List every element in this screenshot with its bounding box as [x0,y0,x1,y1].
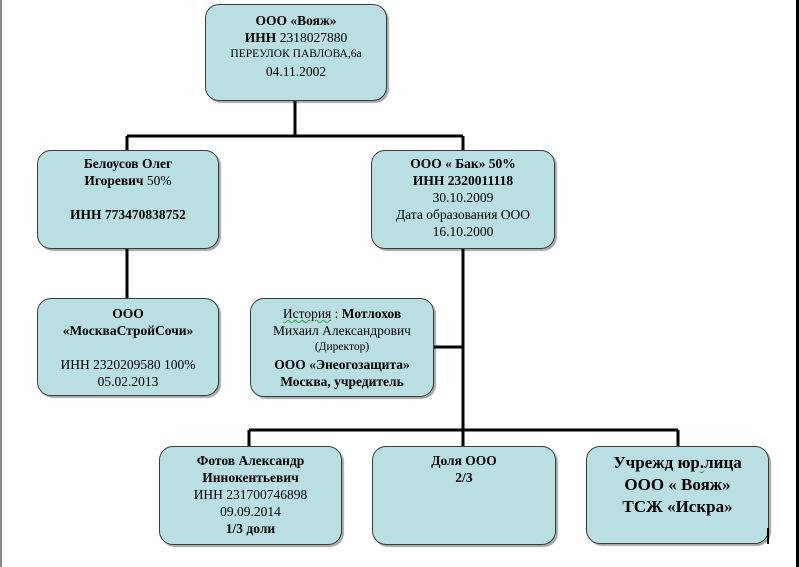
fotov-inn: ИНН 231700746898 [193,487,308,502]
moskva-inn-share: ИНН 2320209580 100% [60,357,196,372]
root-address: ПЕРЕУЛОК ПАВЛОВА,6а [230,48,362,60]
node-root-voyazh[interactable]: ООО «Вояж» ИНН 2318027880 ПЕРЕУЛОК ПАВЛО… [205,4,387,101]
history-full-name: Михаил Александрович [273,323,411,338]
node-fotov[interactable]: Фотов Александр Иннокентьевич ИНН 231700… [159,446,342,545]
dolya-label: Доля ООО [431,453,497,468]
history-line1: История : Мотлохов [251,305,433,322]
fotov-name-line2: Иннокентьевич [202,470,299,485]
moskva-date: 05.02.2013 [97,374,159,389]
fotov-share: 1/3 доли [225,521,276,536]
node-bak[interactable]: ООО « Бак» 50% ИНН 2320011118 30.10.2009… [371,150,555,249]
belousov-patronymic: Игоревич [84,173,144,188]
page-edge-left [0,0,2,567]
history-surname: Мотлохов [341,306,402,321]
moskva-spacer [38,339,218,356]
founders-voyazh: ООО « Вояж» [624,475,731,494]
root-date: 04.11.2002 [265,64,327,79]
bak-formation-date: 16.10.2000 [432,224,494,239]
fotov-name-line1: Фотов Александр [196,453,305,468]
founders-title-c: лица [704,453,742,472]
bak-date: 30.10.2009 [432,190,494,205]
node-founders[interactable]: Учрежд юр.лица ООО « Вояж» ТСЖ «Искра» [586,446,769,544]
node-belousov[interactable]: Белоусов Олег Игоревич 50% ИНН 773470838… [37,150,219,249]
moskva-line1: ООО [112,306,144,321]
belousov-name-line1: Белоусов Олег [83,156,173,171]
node-history-motlokhov[interactable]: История : Мотлохов Михаил Александрович … [250,298,434,397]
root-inn: ИНН 2318027880 [206,29,386,46]
root-inn-value: 2318027880 [279,30,348,45]
belousov-name-line2: Игоревич 50% [38,172,218,189]
node-dolya[interactable]: Доля ООО 2/3 [372,446,556,545]
belousov-share: 50% [146,173,172,188]
founders-title-dot: . [699,453,705,472]
history-separator: : [331,306,342,321]
fotov-date: 09.09.2014 [220,504,281,519]
cursor-marker [767,528,769,544]
history-location: Москва, учредитель [280,374,404,389]
founders-iskra: ТСЖ «Искра» [622,497,733,516]
dolya-value: 2/3 [455,470,473,485]
bak-formation-label: Дата образования ООО [395,207,531,222]
belousov-spacer [38,189,218,206]
moskva-company-name: «МоскваСтройСочи» [62,323,194,338]
bak-inn: ИНН 2320011118 [412,173,514,188]
history-label: История [282,306,332,321]
belousov-inn: ИНН 773470838752 [70,207,186,222]
node-moskva-stroy-sochi[interactable]: ООО «МоскваСтройСочи» ИНН 2320209580 100… [37,298,219,396]
history-company: ООО «Энеогозащита» [274,357,410,372]
founders-title-a: Учрежд юр [613,453,700,472]
founders-title: Учрежд юр.лица [587,452,768,474]
root-company-name: ООО «Вояж» [255,13,337,28]
history-role: (Директор) [314,341,370,353]
bak-name-share: ООО « Бак» 50% [410,156,516,171]
root-inn-label: ИНН [244,30,277,45]
page-edge-right [796,0,799,567]
